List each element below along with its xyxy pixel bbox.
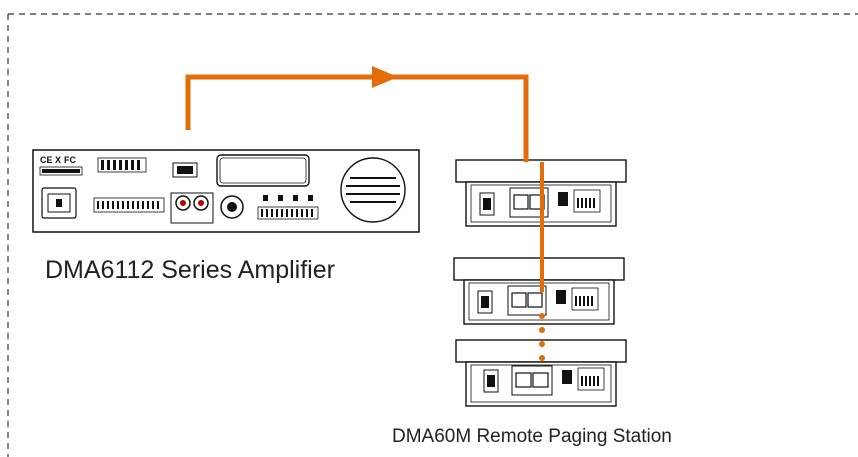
paging-station-3 [455,339,627,407]
svg-text:FC: FC [64,155,76,165]
continuation-dots [539,313,545,361]
paging-station-label: DMA60M Remote Paging Station [392,426,672,447]
svg-text:X: X [55,155,61,165]
arrow-right-icon [372,66,398,88]
connection-lines [185,66,545,361]
svg-text:CE: CE [40,155,53,165]
amp-to-station-line [185,74,529,162]
amplifier-label: DMA6112 Series Amplifier [45,256,335,284]
dashed-frame [7,13,858,457]
amplifier-rear-panel: CE X FC [32,149,420,233]
paging-station-2 [453,257,625,325]
